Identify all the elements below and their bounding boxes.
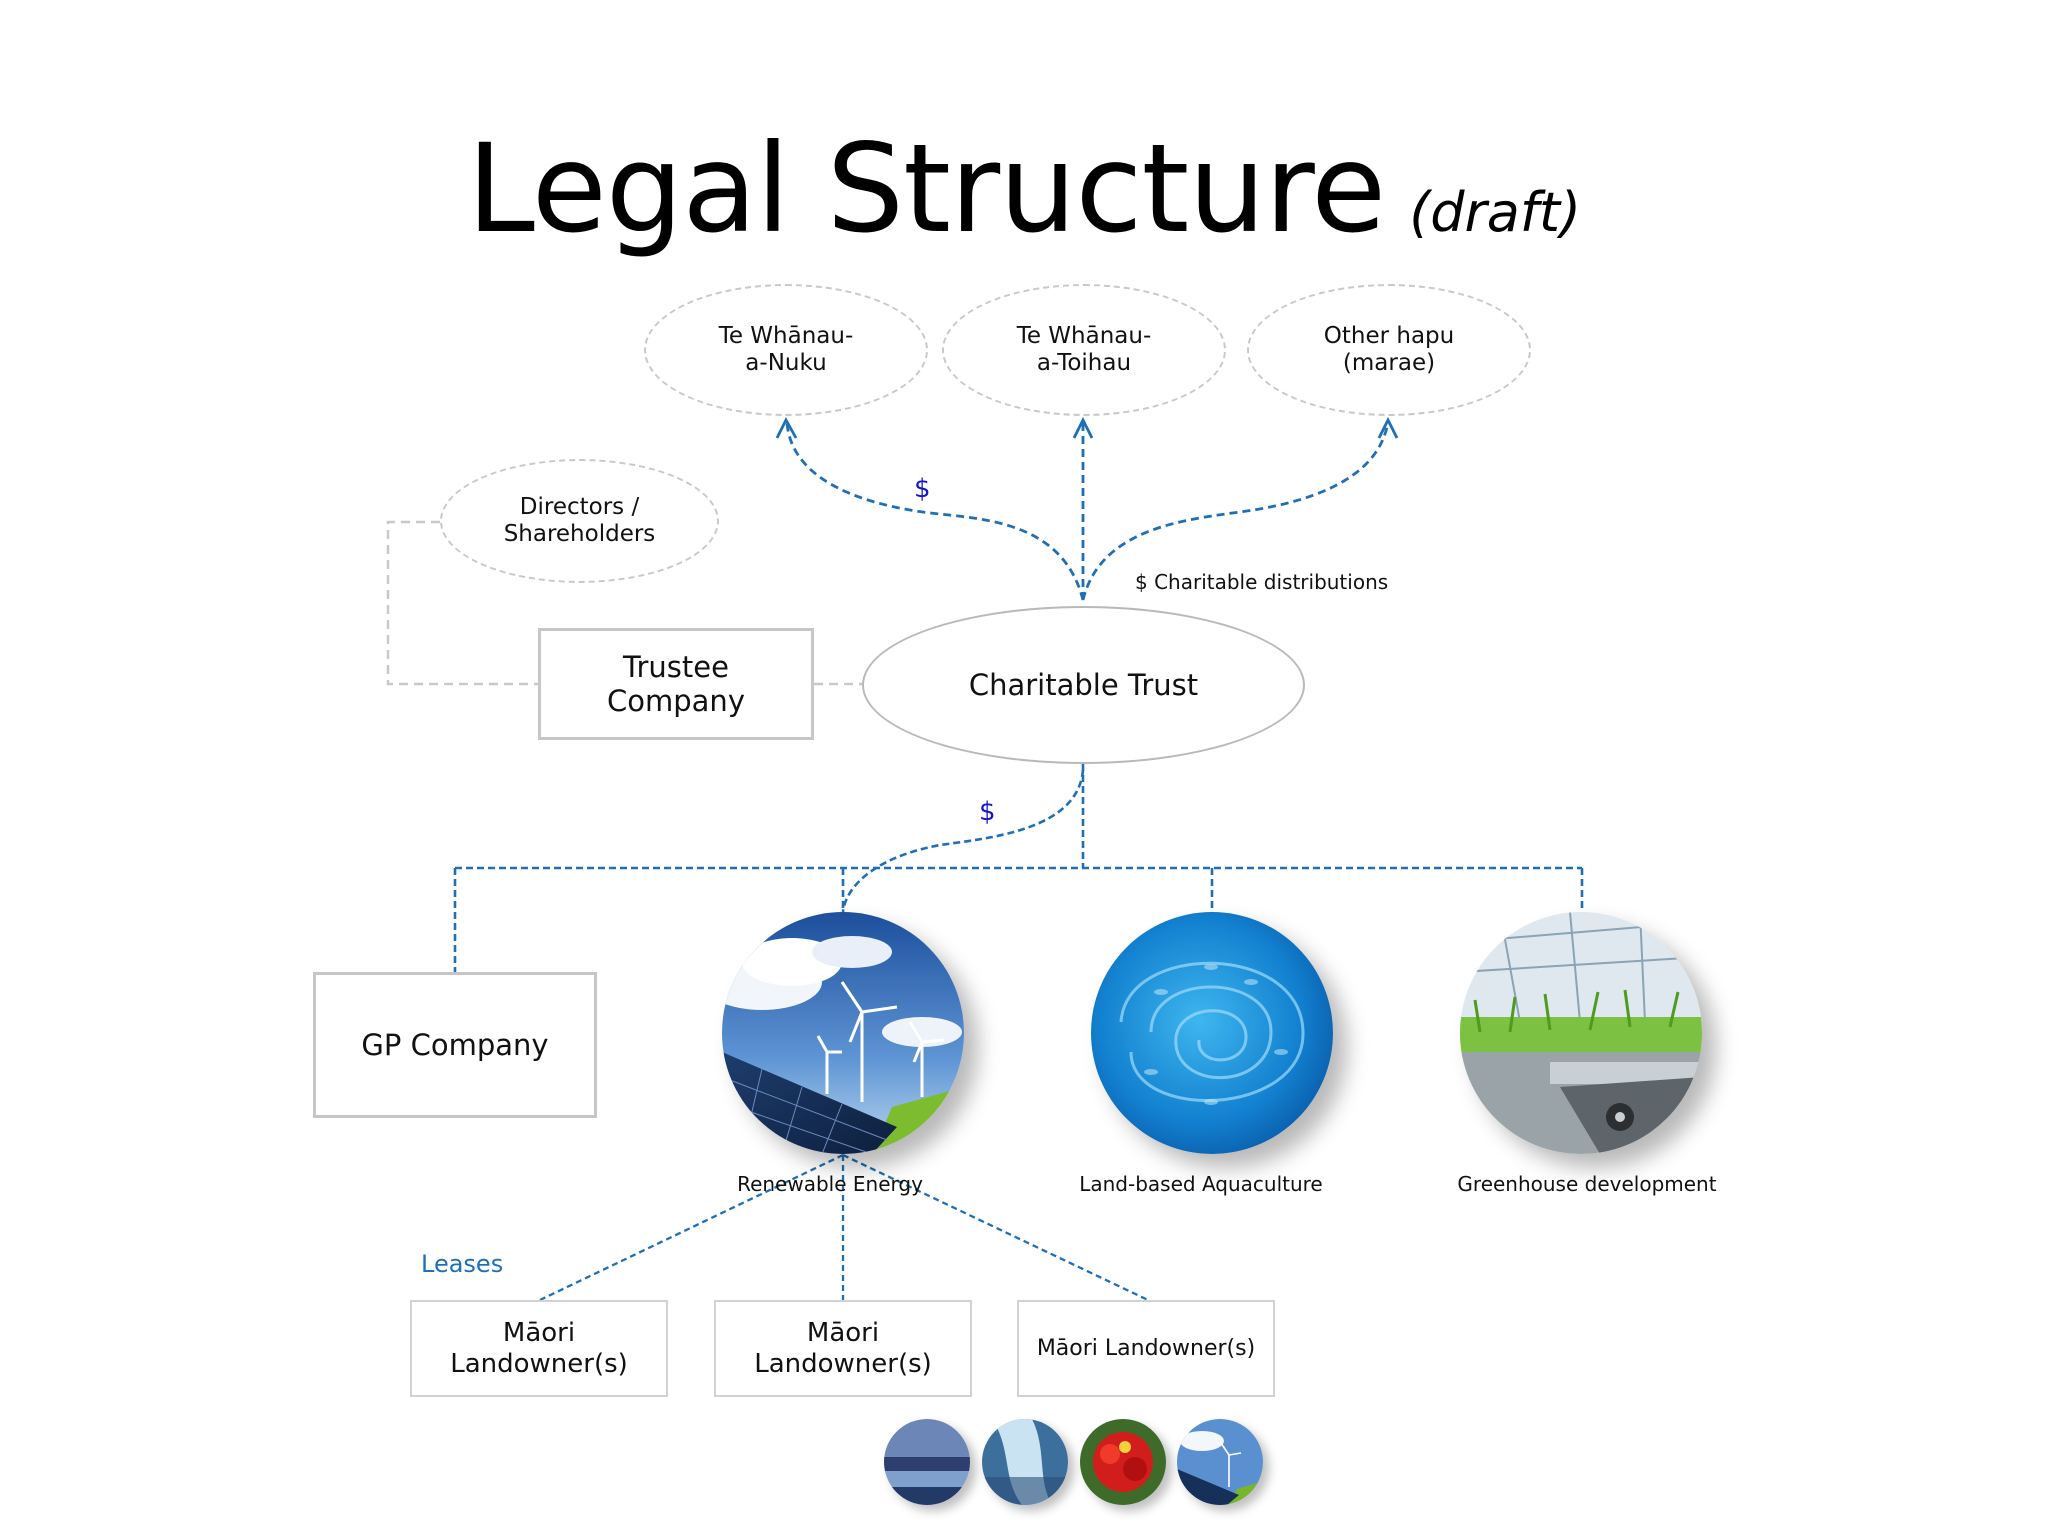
distribution-arrow-right xyxy=(1081,421,1390,601)
arrowhead-right xyxy=(1377,416,1399,439)
thumbnail-red-flower xyxy=(1080,1419,1166,1505)
greenhouse-caption: Greenhouse development xyxy=(1457,1172,1717,1196)
maori-landowners-node-2: Māori Landowner(s) xyxy=(714,1300,972,1397)
trustee-company-label: Trustee Company xyxy=(607,649,745,718)
gp-company-label: GP Company xyxy=(361,1027,549,1062)
beneficiary-other-hapu: Other hapu (marae) xyxy=(1247,284,1531,416)
arrowhead-left xyxy=(775,416,798,439)
charitable-trust-node: Charitable Trust xyxy=(862,606,1305,764)
lease-line-1 xyxy=(539,1153,844,1302)
gp-company-node: GP Company xyxy=(313,972,597,1118)
directors-to-trustee-connector xyxy=(386,520,538,686)
charitable-distributions-label: $ Charitable distributions xyxy=(1135,570,1389,594)
beneficiary-te-whanau-a-toihau: Te Whānau- a-Toihau xyxy=(942,284,1226,416)
maori-landowners-node-3: Māori Landowner(s) xyxy=(1017,1300,1275,1397)
arrowhead-middle xyxy=(1072,416,1094,439)
beneficiary-te-whanau-a-nuku: Te Whānau- a-Nuku xyxy=(644,284,928,416)
thumbnail-waterfall xyxy=(982,1419,1068,1505)
beneficiary-label: Te Whānau- a-Toihau xyxy=(1016,322,1152,376)
page-title: Legal Structure (draft) xyxy=(0,118,2048,260)
dollar-label-distribution: $ xyxy=(914,474,931,504)
renewable-energy-image xyxy=(722,912,964,1154)
maori-landowners-node-1: Māori Landowner(s) xyxy=(410,1300,668,1397)
thumbnail-coast xyxy=(884,1419,970,1505)
title-main: Legal Structure xyxy=(466,118,1386,260)
lease-line-3 xyxy=(842,1153,1149,1302)
trustee-company-node: Trustee Company xyxy=(538,628,814,740)
distribution-arrow-left xyxy=(785,421,1085,601)
dollar-label-investment: $ xyxy=(979,797,996,827)
beneficiary-label: Other hapu (marae) xyxy=(1323,322,1455,376)
landowner-label: Māori Landowner(s) xyxy=(754,1317,932,1379)
directors-label: Directors / Shareholders xyxy=(503,493,656,547)
greenhouse-image xyxy=(1460,912,1702,1154)
beneficiary-label: Te Whānau- a-Nuku xyxy=(718,322,854,376)
thumbnail-wind-solar xyxy=(1177,1419,1263,1505)
charitable-trust-label: Charitable Trust xyxy=(968,667,1199,702)
trust-funding-curve xyxy=(841,769,1085,913)
leases-label: Leases xyxy=(421,1250,504,1278)
directors-shareholders-node: Directors / Shareholders xyxy=(440,459,719,583)
aquaculture-image xyxy=(1091,912,1333,1154)
renewable-energy-caption: Renewable Energy xyxy=(737,1172,923,1196)
aquaculture-caption: Land-based Aquaculture xyxy=(1079,1172,1323,1196)
title-draft-note: (draft) xyxy=(1409,181,1582,244)
landowner-label: Māori Landowner(s) xyxy=(1036,1335,1256,1361)
landowner-label: Māori Landowner(s) xyxy=(450,1317,628,1379)
